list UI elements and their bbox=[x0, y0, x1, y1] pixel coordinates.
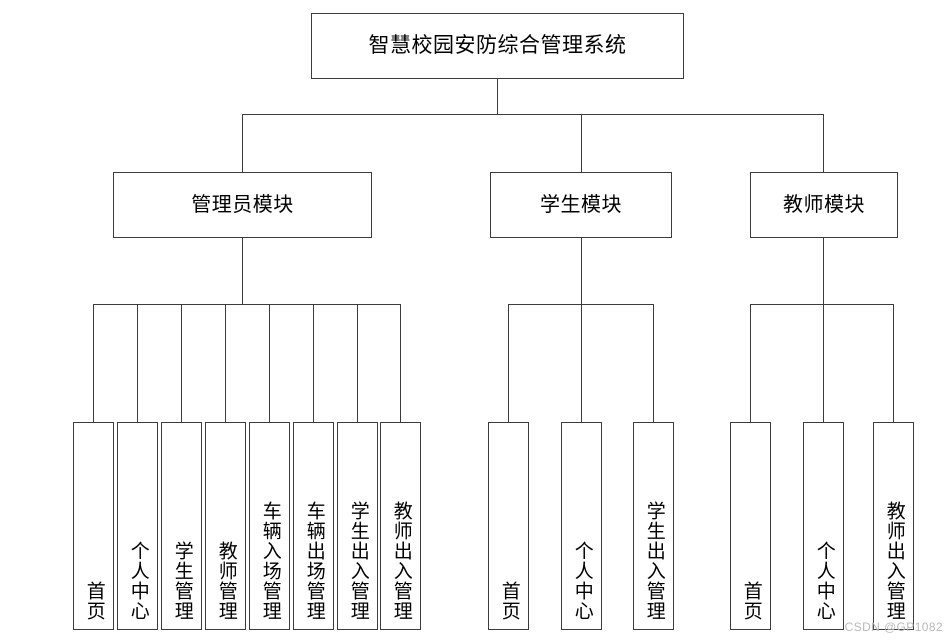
node-leaf-teacher-home[interactable]: 首页 bbox=[730, 422, 771, 630]
node-leaf-label: 学生出入管理 bbox=[643, 501, 665, 621]
node-leaf-student-access-management[interactable]: 学生出入管理 bbox=[633, 422, 674, 630]
node-leaf-admin-personal-center[interactable]: 个人中心 bbox=[117, 422, 158, 630]
node-leaf-label: 教师管理 bbox=[215, 541, 237, 621]
node-leaf-admin-student-management[interactable]: 学生管理 bbox=[161, 422, 202, 630]
connector-top-bus bbox=[242, 114, 824, 115]
node-leaf-teacher-access-management[interactable]: 教师出入管理 bbox=[873, 422, 914, 630]
connector-admin-bus bbox=[93, 304, 400, 305]
node-module-student[interactable]: 学生模块 bbox=[490, 172, 672, 238]
connector-student-drop bbox=[581, 238, 582, 304]
connector-admin-leaf-7 bbox=[400, 304, 401, 422]
node-leaf-admin-vehicle-entry-management[interactable]: 车辆入场管理 bbox=[249, 422, 290, 630]
node-leaf-label: 车辆出场管理 bbox=[303, 501, 325, 621]
node-leaf-label: 个人中心 bbox=[571, 541, 593, 621]
connector-student-leaf-2 bbox=[653, 304, 654, 422]
connector-teacher-leaf-0 bbox=[750, 304, 751, 422]
node-module-teacher[interactable]: 教师模块 bbox=[750, 172, 898, 238]
connector-teacher-leaf-2 bbox=[893, 304, 894, 422]
node-root-system[interactable]: 智慧校园安防综合管理系统 bbox=[311, 13, 684, 79]
node-leaf-label: 首页 bbox=[83, 581, 105, 621]
connector-student-leaf-1 bbox=[581, 304, 582, 422]
connector-admin-leaf-4 bbox=[269, 304, 270, 422]
node-leaf-admin-home[interactable]: 首页 bbox=[73, 422, 114, 630]
connector-root-drop bbox=[497, 79, 498, 114]
watermark: CSDN @GP1082 bbox=[844, 620, 943, 634]
node-module-admin-label: 管理员模块 bbox=[191, 193, 294, 216]
connector-teacher-leaf-1 bbox=[823, 304, 824, 422]
node-leaf-label: 学生管理 bbox=[171, 541, 193, 621]
node-leaf-admin-teacher-management[interactable]: 教师管理 bbox=[205, 422, 246, 630]
node-leaf-label: 教师出入管理 bbox=[883, 501, 905, 621]
node-leaf-label: 教师出入管理 bbox=[390, 501, 412, 621]
connector-student-bus bbox=[508, 304, 653, 305]
node-leaf-admin-teacher-access-management[interactable]: 教师出入管理 bbox=[380, 422, 421, 630]
connector-admin-leaf-5 bbox=[313, 304, 314, 422]
node-leaf-label: 首页 bbox=[740, 581, 762, 621]
connector-teacher-drop bbox=[823, 238, 824, 304]
node-root-label: 智慧校园安防综合管理系统 bbox=[368, 33, 627, 57]
node-leaf-label: 个人中心 bbox=[813, 541, 835, 621]
node-leaf-label: 个人中心 bbox=[127, 541, 149, 621]
connector-admin-leaf-1 bbox=[137, 304, 138, 422]
node-leaf-teacher-personal-center[interactable]: 个人中心 bbox=[803, 422, 844, 630]
node-leaf-student-personal-center[interactable]: 个人中心 bbox=[561, 422, 602, 630]
connector-admin-leaf-0 bbox=[93, 304, 94, 422]
node-leaf-label: 车辆入场管理 bbox=[259, 501, 281, 621]
node-module-teacher-label: 教师模块 bbox=[783, 193, 865, 216]
node-leaf-admin-vehicle-exit-management[interactable]: 车辆出场管理 bbox=[293, 422, 334, 630]
connector-admin-leaf-2 bbox=[181, 304, 182, 422]
connector-bus-to-admin bbox=[242, 114, 243, 172]
connector-bus-to-student bbox=[581, 114, 582, 172]
connector-bus-to-teacher bbox=[823, 114, 824, 172]
connector-student-leaf-0 bbox=[508, 304, 509, 422]
connector-admin-leaf-3 bbox=[225, 304, 226, 422]
node-leaf-admin-student-access-management[interactable]: 学生出入管理 bbox=[337, 422, 378, 630]
connector-admin-drop bbox=[242, 238, 243, 304]
node-leaf-label: 首页 bbox=[498, 581, 520, 621]
connector-teacher-bus bbox=[750, 304, 894, 305]
node-leaf-label: 学生出入管理 bbox=[347, 501, 369, 621]
node-module-student-label: 学生模块 bbox=[540, 193, 622, 216]
node-leaf-student-home[interactable]: 首页 bbox=[488, 422, 529, 630]
node-module-admin[interactable]: 管理员模块 bbox=[113, 172, 372, 238]
connector-admin-leaf-6 bbox=[357, 304, 358, 422]
